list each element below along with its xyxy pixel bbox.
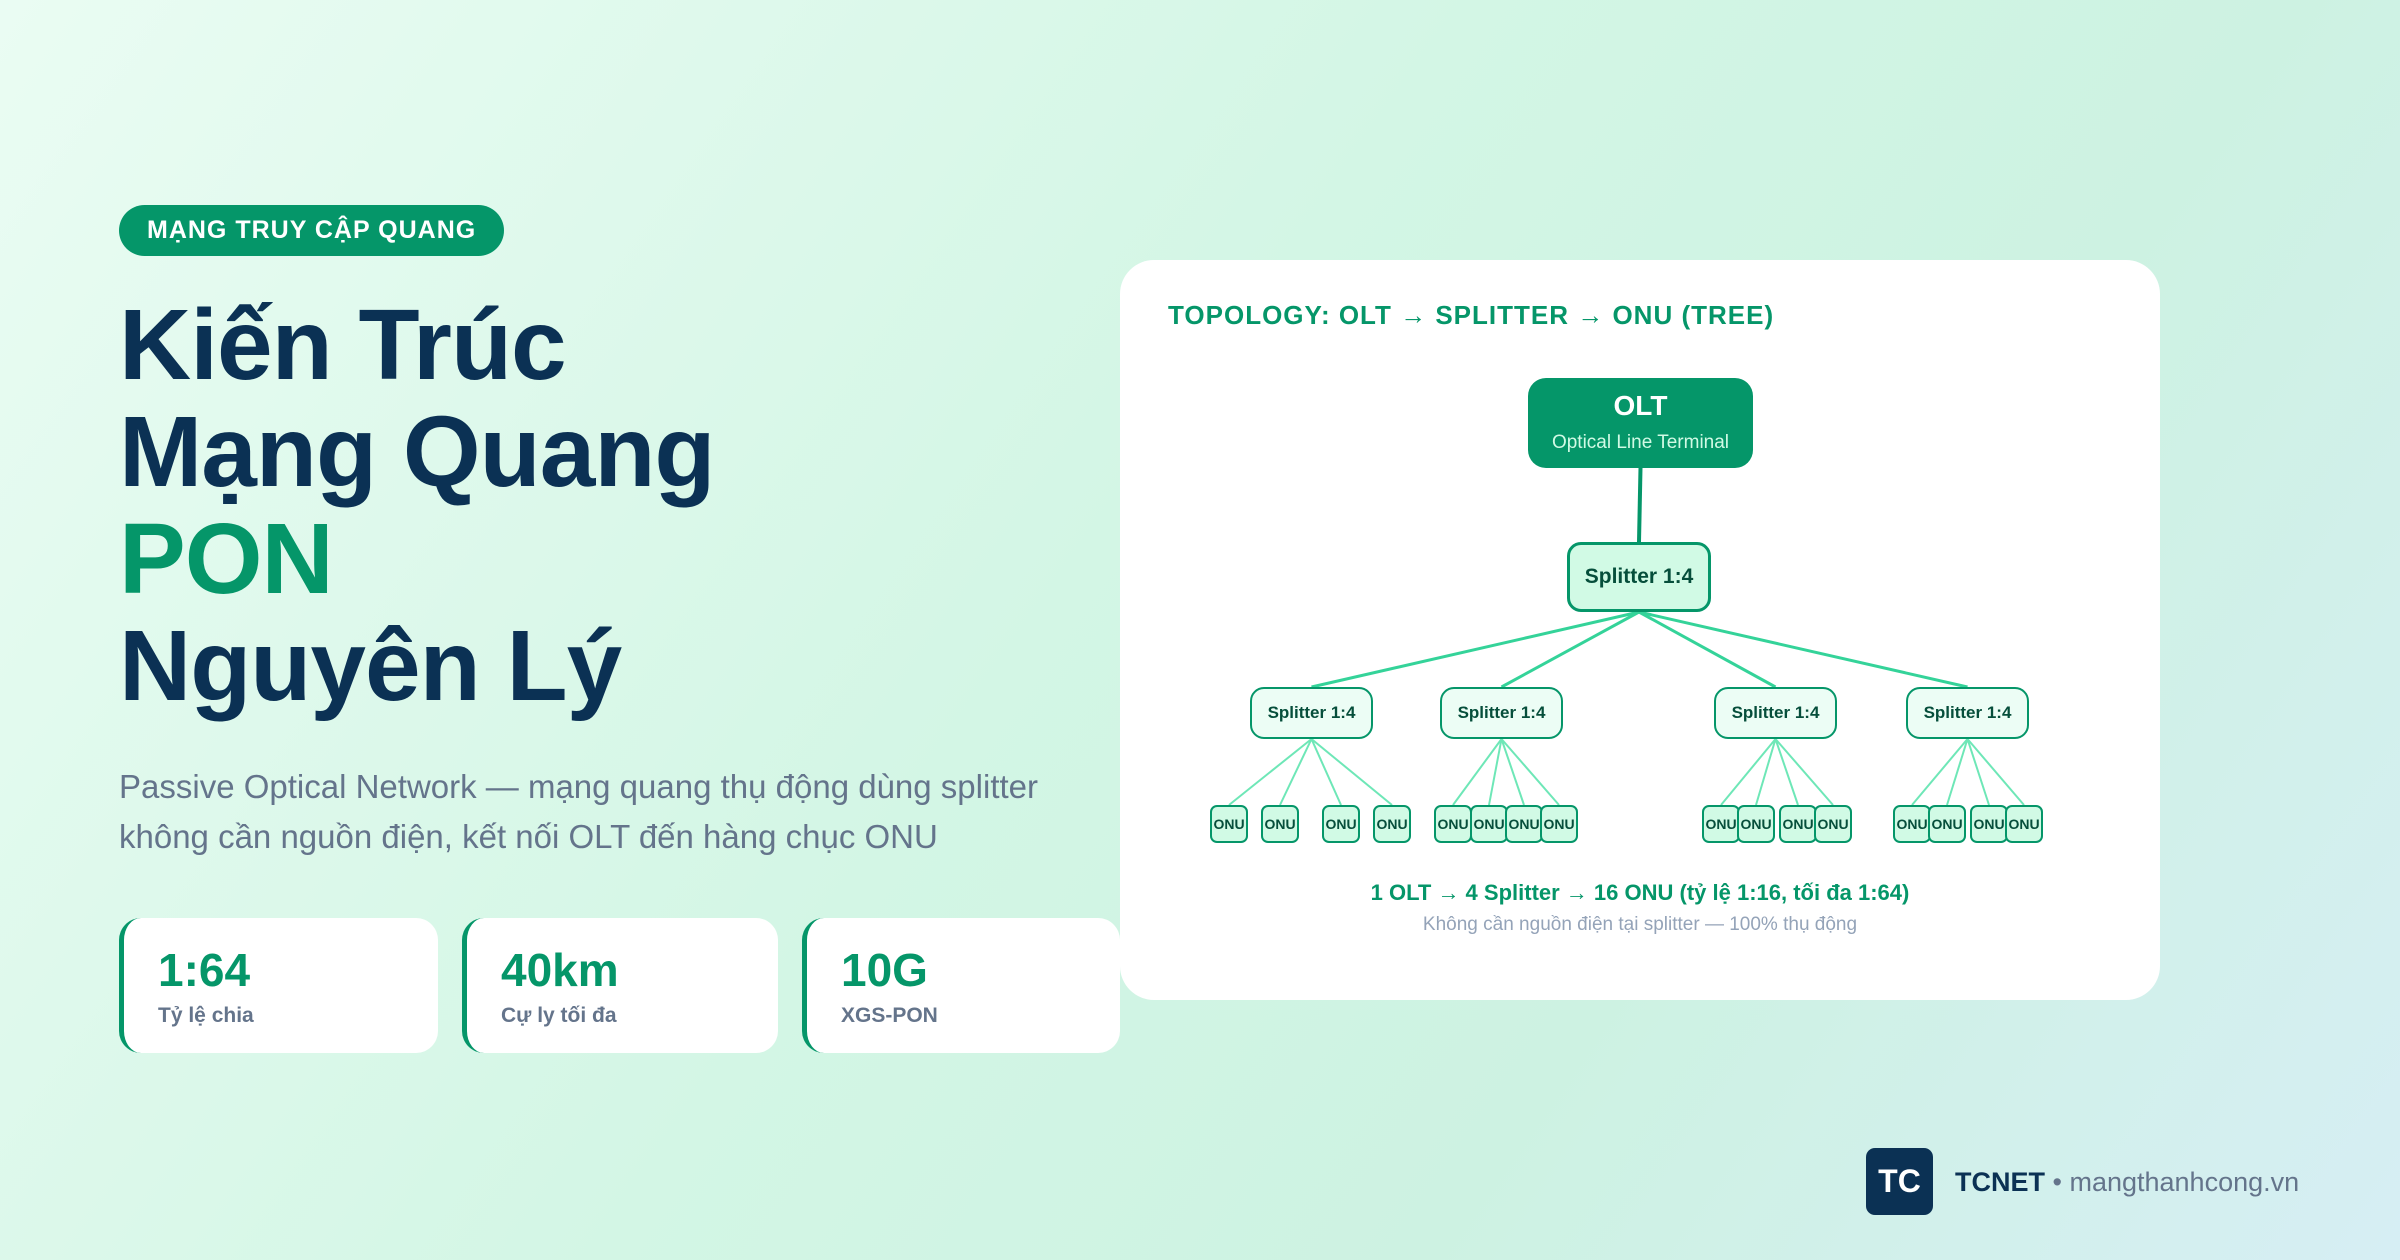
diagram-links (1228, 467, 2025, 806)
onu-node: ONU (1814, 805, 1852, 843)
splitter-link (1638, 610, 1777, 689)
onu-link (1310, 738, 1393, 806)
splitter-node: Splitter 1:4 (1906, 687, 2029, 739)
tcnet-logo: TC (1866, 1148, 1933, 1215)
onu-node: ONU (1779, 805, 1817, 843)
brand-footer: TCNET • mangthanhcong.vn (1955, 1165, 2299, 1199)
topology-diagram-card: TOPOLOGY: OLT → SPLITTER → ONU (TREE) OL… (1120, 260, 2160, 1000)
onu-link (1228, 738, 1313, 806)
onu-link (1488, 738, 1503, 806)
subtitle-line: không cần nguồn điện, kết nối OLT đến hà… (119, 818, 938, 855)
brand-site: mangthanhcong.vn (2069, 1167, 2300, 1197)
onu-link (1755, 738, 1777, 806)
onu-node: ONU (1470, 805, 1508, 843)
onu-node: ONU (1261, 805, 1299, 843)
onu-link (1720, 738, 1777, 806)
onu-link (1310, 738, 1342, 806)
stat-value: 40km (501, 944, 619, 996)
brand-name: TCNET (1955, 1167, 2045, 1197)
diagram-summary: 1 OLT → 4 Splitter → 16 ONU (tỷ lệ 1:16,… (1370, 880, 1910, 905)
onu-node: ONU (1737, 805, 1775, 843)
subtitle-line: Passive Optical Network — mạng quang thụ… (119, 768, 1039, 805)
onu-node: ONU (1373, 805, 1411, 843)
onu-node: ONU (1702, 805, 1740, 843)
onu-node: ONU (2005, 805, 2043, 843)
onu-node: ONU (1210, 805, 1248, 843)
onu-node: ONU (1322, 805, 1360, 843)
onu-link (1966, 738, 1990, 806)
splitter-link (1638, 610, 1968, 689)
brand-separator: • (2045, 1167, 2070, 1197)
olt-name: OLT (1613, 390, 1668, 421)
onu-node: ONU (1505, 805, 1543, 843)
onu-node: ONU (1970, 805, 2008, 843)
splitter-link (1311, 610, 1640, 689)
subtitle: Passive Optical Network — mạng quang thụ… (119, 762, 1139, 862)
splitter-node: Splitter 1:4 (1440, 687, 1563, 739)
title-line: Mạng Quang (119, 396, 716, 508)
page-title: Kiến Trúc Mạng Quang PON Nguyên Lý (119, 289, 716, 722)
category-badge: MẠNG TRUY CẬP QUANG (119, 205, 505, 256)
onu-node: ONU (1928, 805, 1966, 843)
title-line: Nguyên Lý (119, 610, 622, 722)
onu-node: ONU (1893, 805, 1931, 843)
onu-link (1279, 738, 1313, 806)
stat-label: XGS-PON (841, 1004, 938, 1027)
stat-card: 10G XGS-PON (802, 918, 1120, 1053)
onu-node: ONU (1540, 805, 1578, 843)
splitter-node: Splitter 1:4 (1250, 687, 1373, 739)
onu-link (1774, 738, 1834, 806)
splitter-link (1500, 610, 1640, 689)
title-line: Kiến Trúc (119, 289, 567, 401)
onu-link (1946, 738, 1969, 806)
onu-link (1966, 738, 2025, 806)
olt-link (1637, 467, 1643, 543)
root-splitter-node: Splitter 1:4 (1567, 542, 1711, 612)
olt-node: OLT Optical Line Terminal (1528, 378, 1753, 468)
stat-card: 1:64 Tỷ lệ chia (119, 918, 438, 1053)
stat-value: 1:64 (158, 944, 251, 996)
olt-subtitle: Optical Line Terminal (1551, 432, 1730, 453)
onu-link (1452, 738, 1503, 806)
stat-card: 40km Cự ly tối đa (462, 918, 778, 1053)
onu-link (1500, 738, 1525, 806)
onu-link (1911, 738, 1969, 806)
onu-node: ONU (1434, 805, 1472, 843)
stat-label: Tỷ lệ chia (158, 1004, 254, 1027)
onu-link (1500, 738, 1560, 806)
onu-link (1774, 738, 1799, 806)
splitter-node: Splitter 1:4 (1714, 687, 1837, 739)
stat-value: 10G (841, 944, 928, 996)
stat-label: Cự ly tối đa (501, 1004, 617, 1027)
diagram-note: Không cần nguồn điện tại splitter — 100%… (1422, 914, 1858, 935)
diagram-heading: TOPOLOGY: OLT → SPLITTER → ONU (TREE) (1168, 300, 1775, 330)
title-line-accent: PON (119, 503, 334, 615)
